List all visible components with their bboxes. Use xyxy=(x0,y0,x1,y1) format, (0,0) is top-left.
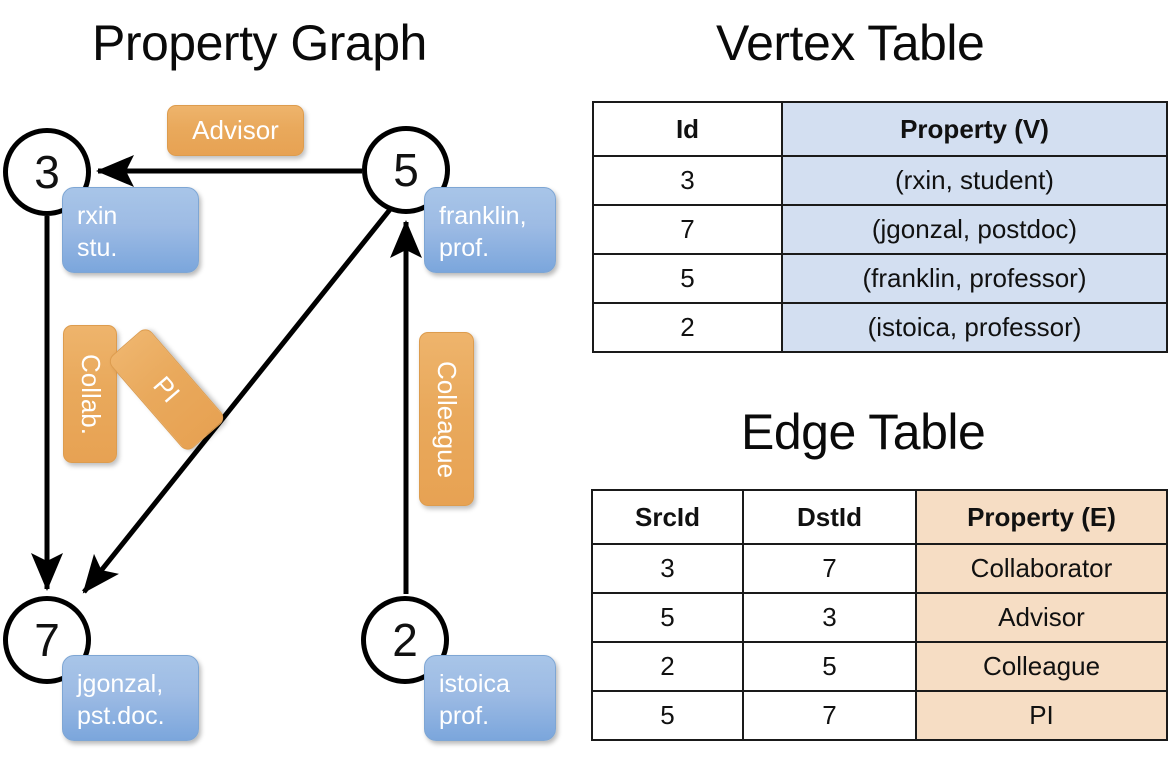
edge-cell-src: 5 xyxy=(591,592,744,643)
table-row[interactable]: 7 (jgonzal, postdoc) xyxy=(592,204,1168,255)
vertex-cell-id: 2 xyxy=(592,302,783,353)
edge-cell-property: Advisor xyxy=(915,592,1168,643)
vertex-cell-id: 5 xyxy=(592,253,783,304)
node-property-box-franklin: franklin, prof. xyxy=(424,187,556,273)
node-property-box-istoica: istoica prof. xyxy=(424,655,556,741)
vertex-table-header-id: Id xyxy=(592,101,783,157)
edge-label-pi-text: PI xyxy=(147,370,187,409)
edge-cell-dst: 3 xyxy=(742,592,917,643)
property-graph-diagram: 3 5 7 2 rxin stu. franklin, prof. jgonza… xyxy=(3,105,556,741)
graph-node-5[interactable]: 5 xyxy=(362,126,450,214)
edge-label-colleague-text: Colleague xyxy=(432,360,462,478)
section-title-edge-table: Edge Table xyxy=(741,404,986,460)
table-row[interactable]: 5 7 PI xyxy=(591,690,1168,741)
section-title-vertex-table: Vertex Table xyxy=(716,15,985,71)
edge-cell-dst: 7 xyxy=(742,543,917,594)
edge-table-header-dstid: DstId xyxy=(742,489,917,545)
graph-edge-lines xyxy=(31,155,422,594)
edge-cell-dst: 7 xyxy=(742,690,917,741)
table-row[interactable]: 2 (istoica, professor) xyxy=(592,302,1168,353)
edge-5-to-7 xyxy=(82,205,394,594)
edge-cell-src: 3 xyxy=(591,543,744,594)
edge-cell-property: Collaborator xyxy=(915,543,1168,594)
graph-node-2[interactable]: 2 xyxy=(361,596,449,684)
graph-node-2-label: 2 xyxy=(392,614,418,666)
table-row[interactable]: 5 (franklin, professor) xyxy=(592,253,1168,304)
table-row[interactable]: 3 7 Collaborator xyxy=(591,543,1168,594)
edge-cell-property: PI xyxy=(915,690,1168,741)
vertex-cell-id: 3 xyxy=(592,155,783,206)
edge-cell-property: Colleague xyxy=(915,641,1168,692)
vertex-table: Id Property (V) 3 (rxin, student) 7 (jgo… xyxy=(592,101,1168,353)
vertex-cell-property: (rxin, student) xyxy=(781,155,1168,206)
node-property-box-jgonzal: jgonzal, pst.doc. xyxy=(62,655,199,741)
vertex-cell-property: (franklin, professor) xyxy=(781,253,1168,304)
table-row[interactable]: 5 3 Advisor xyxy=(591,592,1168,643)
vertex-table-header-property: Property (V) xyxy=(781,101,1168,157)
edge-table: SrcId DstId Property (E) 3 7 Collaborato… xyxy=(591,489,1168,741)
edge-label-collab-text: Collab. xyxy=(75,353,106,435)
edge-table-header-srcid: SrcId xyxy=(591,489,744,545)
graph-node-3-label: 3 xyxy=(34,146,60,198)
graph-node-5-label: 5 xyxy=(393,144,419,196)
vertex-cell-property: (istoica, professor) xyxy=(781,302,1168,353)
edge-label-advisor-text: Advisor xyxy=(192,115,279,145)
edge-cell-dst: 5 xyxy=(742,641,917,692)
table-row[interactable]: 2 5 Colleague xyxy=(591,641,1168,692)
page-title-property-graph: Property Graph xyxy=(92,15,427,71)
vertex-cell-property: (jgonzal, postdoc) xyxy=(781,204,1168,255)
graph-node-7-label: 7 xyxy=(34,614,60,666)
table-row[interactable]: 3 (rxin, student) xyxy=(592,155,1168,206)
edge-table-header-row: SrcId DstId Property (E) xyxy=(591,489,1168,545)
vertex-table-header-row: Id Property (V) xyxy=(592,101,1168,157)
edge-label-advisor: Advisor xyxy=(167,105,304,156)
edge-label-collab: Collab. xyxy=(63,325,117,463)
edge-cell-src: 2 xyxy=(591,641,744,692)
edge-label-colleague: Colleague xyxy=(419,332,474,506)
edge-table-header-property: Property (E) xyxy=(915,489,1168,545)
node-property-box-rxin: rxin stu. xyxy=(62,187,199,273)
vertex-cell-id: 7 xyxy=(592,204,783,255)
edge-cell-src: 5 xyxy=(591,690,744,741)
